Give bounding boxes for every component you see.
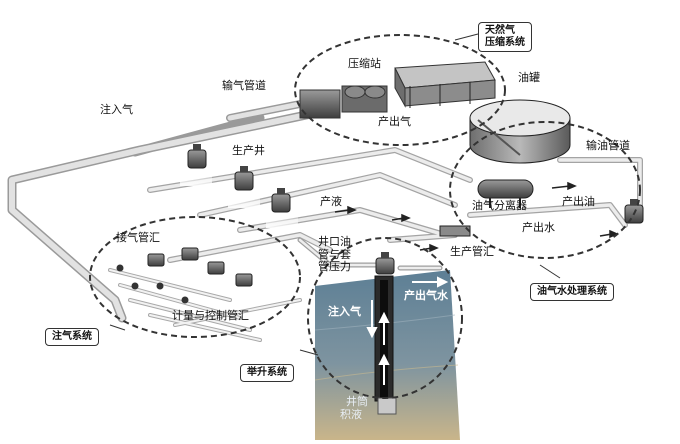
label-gas-injection: 注入气 [100,103,133,116]
label-metering-manifold: 计量与控制管汇 [172,309,249,322]
boundary-lift [307,237,463,399]
wellhead-2 [228,166,260,208]
label-oil-tank: 油罐 [518,71,540,84]
label-production-manifold: 生产管汇 [450,245,494,258]
surface-arrows [334,181,619,253]
label-compressor-station: 压缩站 [348,57,381,70]
label-gas-pipeline: 输气管道 [222,79,266,92]
label-well-injection: 注入气 [328,305,361,318]
wellhead-pressure-line-2: 管与套 [318,247,351,261]
boundary-gas-compression [294,34,506,146]
boundary-gas-injection [89,216,301,338]
compressor-station [299,61,496,119]
metering-units [116,247,253,304]
leader-lines [109,33,561,356]
flow-arrows [366,276,449,385]
label-produced-liquid: 产液 [320,195,342,208]
label-produced-water: 产出水 [522,221,555,234]
box-lift-system: 举升系统 [240,364,294,382]
label-oil-pipeline: 输油管道 [586,139,630,152]
label-produced-oil: 产出油 [562,195,595,208]
wellheads [180,144,644,275]
wellhead-1 [180,144,212,186]
box-oil-gas-water-system: 油气水处理系统 [530,283,614,301]
gas-compression-line-2: 压缩系统 [485,37,525,48]
wellhead-pressure-line-3: 管压力 [318,260,351,274]
boundary-oil-gas-water [449,121,641,259]
wellhead-3 [266,188,298,228]
gas-compression-line-1: 天然气 [485,25,515,36]
box-gas-injection-system: 注气系统 [45,328,99,346]
system-boundaries [89,34,641,399]
label-production-well: 生产井 [232,144,265,157]
wellbore-liquid-line-2: 积液 [340,407,362,421]
oil-tank [469,99,571,164]
label-wellhead-pressure: 井口油 管与套 管压力 [318,235,351,274]
wellbore-liquid-line-1: 井筒 [346,395,368,408]
label-gas-manifold: 接气管汇 [116,231,160,244]
label-well-output: 产出气水 [404,289,448,302]
label-wellbore-liquid: 井筒 积液 [340,395,368,421]
label-produced-gas: 产出气 [378,115,411,128]
wellhead-pressure-line-1: 井口油 [318,235,351,248]
wellhead-lift [375,252,395,275]
label-separator: 油气分离器 [472,199,527,212]
box-gas-compression-system: 天然气 压缩系统 [478,22,532,52]
